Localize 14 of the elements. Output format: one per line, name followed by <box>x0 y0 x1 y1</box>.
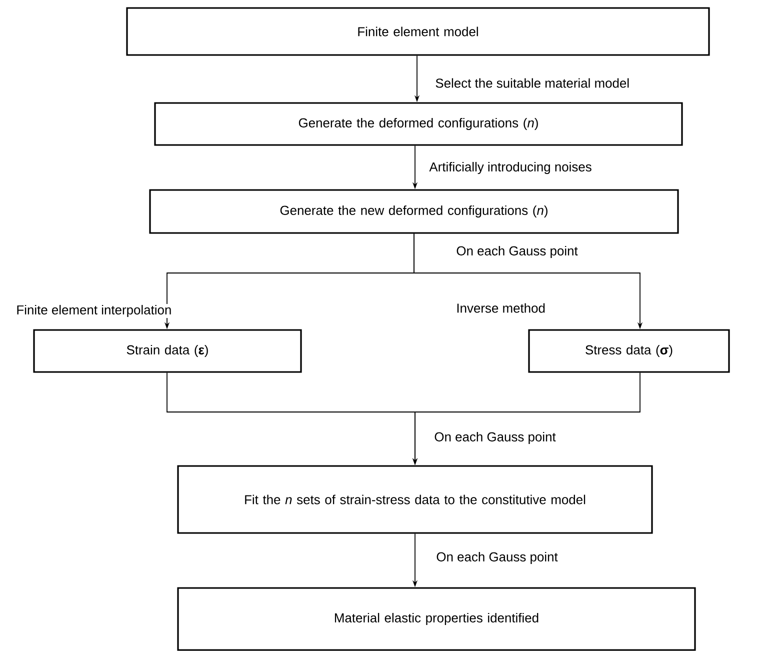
process-box: Stress data (σ) <box>528 329 730 373</box>
process-box: Fit the n sets of strain-stress data to the constitutive model <box>177 465 653 534</box>
edge-label: Finite element interpolation <box>15 304 173 318</box>
edge-label: On each Gauss point <box>435 550 559 566</box>
note-text: On each Gauss point <box>433 430 557 446</box>
edge-label: Artificially introducing noises <box>428 160 593 176</box>
note-text: On each Gauss point <box>455 244 579 260</box>
process-box: Strain data (ε) <box>33 329 302 373</box>
edge-label: Select the suitable material model <box>434 77 631 89</box>
process-box: Material elastic properties identified <box>177 587 696 651</box>
process-box: Generate the new deformed configurations (n) <box>149 189 679 234</box>
process-box: Finite element model <box>126 7 710 56</box>
process-box: Generate the deformed configurations (n) <box>154 102 683 146</box>
edge-label: Inverse method <box>455 302 546 314</box>
